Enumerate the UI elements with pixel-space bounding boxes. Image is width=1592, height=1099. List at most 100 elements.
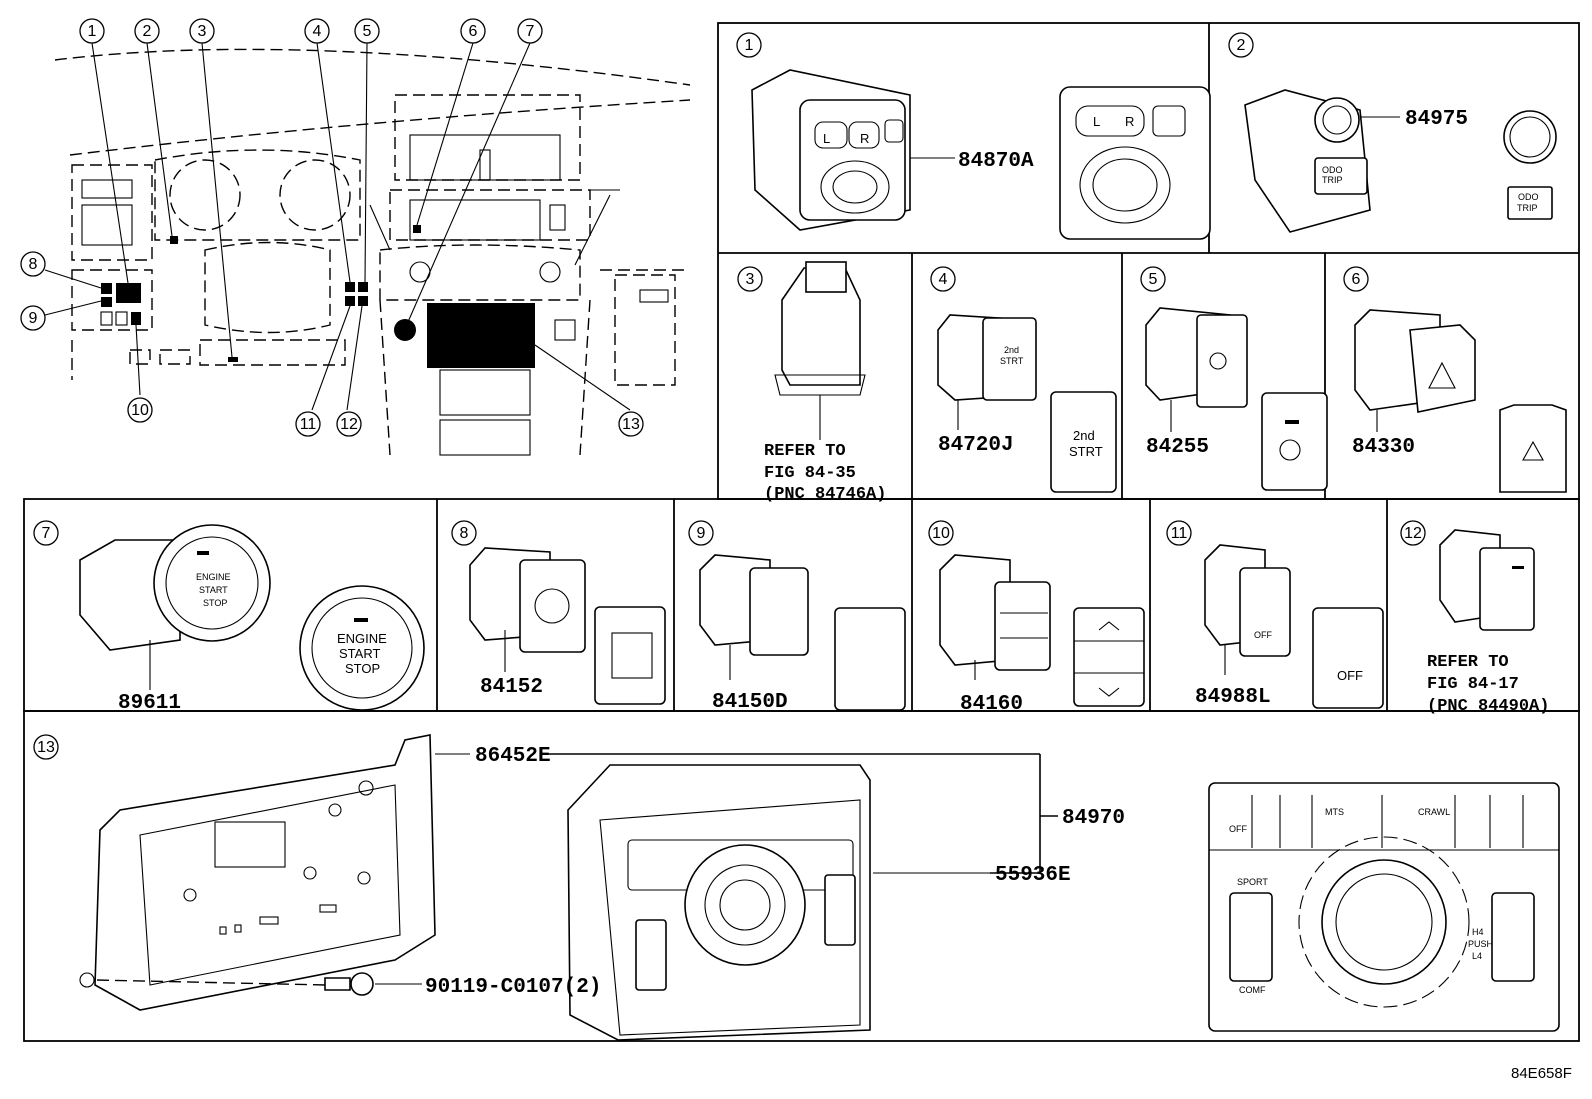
overview-callout-4-circle (304, 18, 330, 44)
refer-12-line2: FIG 84-17 (1427, 675, 1519, 694)
panel-number-6: 6 (1352, 271, 1361, 288)
mirror-r-label: R (860, 131, 869, 146)
part-84720J: 84720J (938, 434, 1014, 457)
panel-number-10: 10 (932, 525, 950, 542)
panel-number-1: 1 (745, 37, 754, 54)
part-84330: 84330 (1352, 436, 1415, 459)
refer-3-line2: FIG 84-35 (764, 464, 856, 483)
overview-callout-9-circle (20, 305, 46, 331)
panel-number-13: 13 (37, 739, 55, 756)
panel-5-heated-wheel-switch (1145, 307, 1328, 491)
ac-off-label: OFF (1229, 824, 1247, 834)
overview-callout-13: 13 (622, 416, 640, 433)
overview-callout-3: 3 (198, 23, 207, 40)
panel-number-13-circle (33, 734, 59, 760)
overview-callout-6: 6 (469, 23, 478, 40)
2nd-label: 2nd (1004, 345, 1019, 355)
refer-12-line1: REFER TO (1427, 653, 1509, 672)
sport-label: SPORT (1237, 877, 1268, 887)
stop-label-1: STOP (203, 598, 227, 608)
overview-callout-2: 2 (143, 23, 152, 40)
panel-12-parking-switch (1439, 529, 1535, 631)
panel-number-2: 2 (1237, 37, 1246, 54)
overview-callout-6-circle (460, 18, 486, 44)
panel-7-engine-start-button (79, 524, 425, 711)
strt-label: STRT (1000, 356, 1024, 366)
2nd-face-label: 2nd (1073, 428, 1095, 443)
overview-callout-7-circle (517, 18, 543, 44)
overview-callout-5-circle (354, 18, 380, 44)
panel-number-10-circle (928, 520, 954, 546)
panel-number-8-circle (451, 520, 477, 546)
part-84970: 84970 (1062, 807, 1125, 830)
panel-4-2nd-start-switch (937, 314, 1117, 493)
panel-number-1-circle (736, 32, 762, 58)
stop-label-2: STOP (345, 661, 380, 676)
trac-off-face: OFF (1337, 668, 1363, 683)
panel-9-fog-switch (699, 554, 906, 711)
trac-off-small: OFF (1254, 630, 1272, 640)
overview-callout-7: 7 (526, 23, 535, 40)
overview-callout-8-circle (20, 251, 46, 277)
panel-number-11: 11 (1171, 525, 1188, 542)
h4-label: H4 (1472, 927, 1484, 937)
panel-3-connector (774, 261, 866, 440)
panel-number-6-circle (1343, 266, 1369, 292)
mirror-face-l-label: L (1093, 114, 1100, 129)
part-84975: 84975 (1405, 108, 1468, 131)
mts-label: MTS (1325, 807, 1344, 817)
refer-12-line3: (PNC 84490A) (1427, 697, 1549, 716)
panel-number-12-circle (1400, 520, 1426, 546)
trip-face-label: TRIP (1517, 203, 1538, 213)
part-84988L: 84988L (1195, 686, 1271, 709)
panel-2-odo-trip-switch (1244, 89, 1557, 233)
figure-id: 84E658F (1511, 1065, 1572, 1082)
panel-number-7-circle (33, 520, 59, 546)
panel-11-trac-off-switch (1204, 544, 1384, 709)
overview-callout-12-circle (336, 411, 362, 437)
panel-number-12: 12 (1404, 525, 1422, 542)
part-86452E: 86452E (475, 745, 551, 768)
overview-callout-11-circle (295, 411, 321, 437)
overview-callout-10: 10 (131, 402, 149, 419)
overview-callout-9: 9 (29, 310, 38, 327)
strt-face-label: STRT (1069, 444, 1103, 459)
overview-callout-5: 5 (363, 23, 372, 40)
panel-number-5-circle (1140, 266, 1166, 292)
overview-callout-8: 8 (29, 256, 38, 273)
panel-10-dimmer-switch (939, 554, 1145, 707)
overview-callout-10-circle (127, 397, 153, 423)
odo-face-label: ODO (1518, 192, 1539, 202)
panel-6-hazard-switch (1354, 309, 1567, 493)
mirror-l-label: L (823, 131, 830, 146)
odo-label: ODO (1322, 165, 1343, 175)
refer-3-line3: (PNC 84746A) (764, 485, 886, 504)
overview-callout-4: 4 (313, 23, 322, 40)
part-55936E: 55936E (995, 864, 1071, 887)
overview-callout-1-circle (79, 18, 105, 44)
refer-notes: REFER TO FIG 84-35 (PNC 84746A) REFER TO… (764, 442, 1549, 716)
panel-number-9-circle (688, 520, 714, 546)
trip-label: TRIP (1322, 175, 1343, 185)
mirror-face-r-label: R (1125, 114, 1134, 129)
part-84160: 84160 (960, 693, 1023, 716)
panel-number-4-circle (930, 266, 956, 292)
overview-callout-11: 11 (300, 416, 317, 433)
panel-number-8: 8 (460, 525, 469, 542)
crawl-label: CRAWL (1418, 807, 1450, 817)
panel-1-mirror-switch (751, 69, 1211, 240)
part-84150D: 84150D (712, 691, 788, 714)
panel-13-bracket-and-control (79, 734, 1560, 1041)
panel-number-4: 4 (939, 271, 948, 288)
panel-number-5: 5 (1149, 271, 1158, 288)
panel-number-9: 9 (697, 525, 706, 542)
push-label: PUSH (1468, 939, 1493, 949)
panel-number-3: 3 (746, 271, 755, 288)
engine-label-2: ENGINE (337, 631, 387, 646)
panel-number-7: 7 (42, 525, 51, 542)
overview-callout-13-circle (618, 411, 644, 437)
part-89611: 89611 (118, 692, 181, 715)
